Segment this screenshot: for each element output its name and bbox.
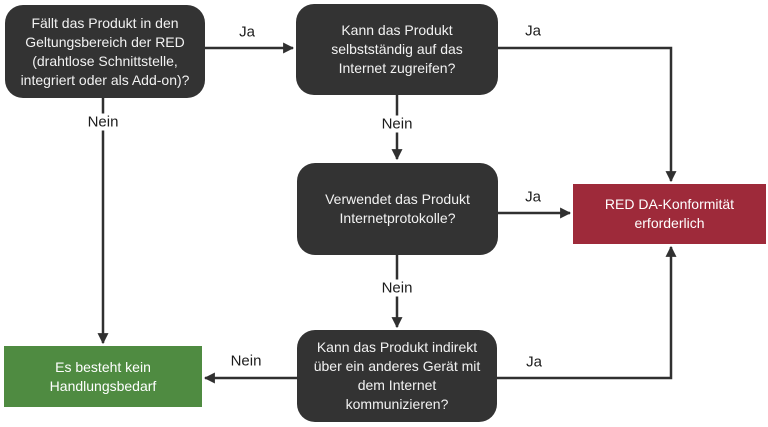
node-text: Es besteht kein Handlungsbedarf — [49, 358, 157, 394]
node-question-internet-access: Kann das Produkt selbstständig auf das I… — [296, 4, 498, 95]
edge-label-ja-protocols-required: Ja — [521, 188, 545, 206]
edge-label-ja-internet-required: Ja — [521, 22, 545, 40]
edge-label-ja-scope-internet: Ja — [235, 23, 259, 41]
node-text: Verwendet das Produkt Internetprotokolle… — [325, 191, 470, 226]
node-text: Kann das Produkt selbstständig auf das I… — [331, 22, 463, 76]
edge-label-nein-protocols-indirect: Nein — [377, 279, 417, 297]
node-outcome-no-action-needed: Es besteht kein Handlungsbedarf — [4, 346, 202, 407]
edge-label-ja-indirect-required: Ja — [522, 353, 546, 371]
node-outcome-red-da-required: RED DA-Konformität erforderlich — [573, 184, 766, 244]
node-question-red-scope: Fällt das Produkt in den Geltungsbereich… — [5, 5, 205, 98]
node-question-internet-protocols: Verwendet das Produkt Internetprotokolle… — [297, 163, 498, 255]
node-text: RED DA-Konformität erforderlich — [604, 196, 735, 231]
edge-label-nein-scope-none: Nein — [83, 113, 123, 131]
edge-label-nein-internet-protocols: Nein — [377, 115, 417, 133]
node-text: Kann das Produkt indirekt über ein ander… — [313, 339, 481, 412]
node-text: Fällt das Produkt in den Geltungsbereich… — [20, 14, 190, 88]
edge-internet-to-required — [498, 46, 677, 183]
edge-label-nein-indirect-none: Nein — [226, 352, 266, 370]
node-question-indirect-communication: Kann das Produkt indirekt über ein ander… — [297, 330, 497, 422]
edge-indirect-to-required — [497, 245, 677, 380]
